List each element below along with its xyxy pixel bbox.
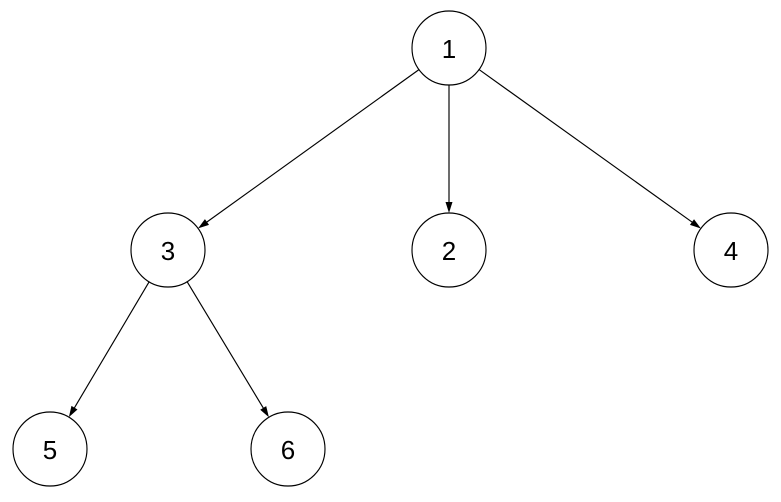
graph-node-circle-1[interactable]: [411, 10, 487, 86]
graph-node-circle-4[interactable]: [693, 212, 769, 288]
nodes-layer: 1 3 2 4 5 6: [12, 10, 769, 487]
graph-node-circle-5[interactable]: [12, 411, 88, 487]
graph-node-label-3: 3: [161, 236, 175, 266]
graph-node-label-4: 4: [724, 236, 738, 266]
graph-node-circle-2[interactable]: [411, 212, 487, 288]
graph-node-5[interactable]: 5: [12, 411, 88, 487]
graph-edge-1-to-3: [204, 69, 420, 224]
edges-layer: [68, 69, 701, 418]
graph-node-circle-3[interactable]: [130, 212, 206, 288]
graph-node-label-2: 2: [442, 236, 456, 266]
graph-node-6[interactable]: 6: [250, 411, 326, 487]
graph-node-label-1: 1: [442, 34, 456, 64]
graph-node-1[interactable]: 1: [411, 10, 487, 86]
graph-node-2[interactable]: 2: [411, 212, 487, 288]
graph-edge-3-to-5: [72, 281, 150, 411]
graph-edge-1-to-4: [478, 69, 695, 224]
graph-node-4[interactable]: 4: [693, 212, 769, 288]
graph-node-label-6: 6: [281, 435, 295, 465]
graph-arrowhead-1-to-2: [445, 202, 453, 213]
graph-node-label-5: 5: [43, 435, 57, 465]
graph-arrowhead-3-to-6: [260, 406, 269, 418]
graph-edge-3-to-6: [186, 281, 265, 411]
graph-arrowhead-3-to-5: [68, 405, 78, 418]
graph-node-3[interactable]: 3: [130, 212, 206, 288]
graph-arrowhead-1-to-4: [689, 219, 701, 229]
graph-arrowhead-1-to-3: [198, 219, 210, 229]
graph-node-circle-6[interactable]: [250, 411, 326, 487]
